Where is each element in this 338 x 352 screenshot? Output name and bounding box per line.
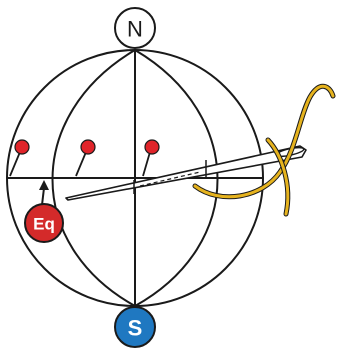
pin-2 [75,139,96,177]
meridian-left [51,49,136,307]
meridian-right [134,49,219,307]
south-pole-marker: S [114,306,156,348]
north-pole-marker: N [114,7,156,49]
equator-badge-label: Eq [33,215,55,234]
thread [192,83,336,217]
needle-hidden-dashed [139,171,201,187]
south-pole-label: S [128,316,143,341]
pin-3 [142,139,160,177]
pin-1 [9,139,30,177]
equator-badge: Eq [24,203,64,243]
needle [65,145,307,201]
north-pole-label: N [127,17,143,42]
equator-arrow [39,180,49,206]
